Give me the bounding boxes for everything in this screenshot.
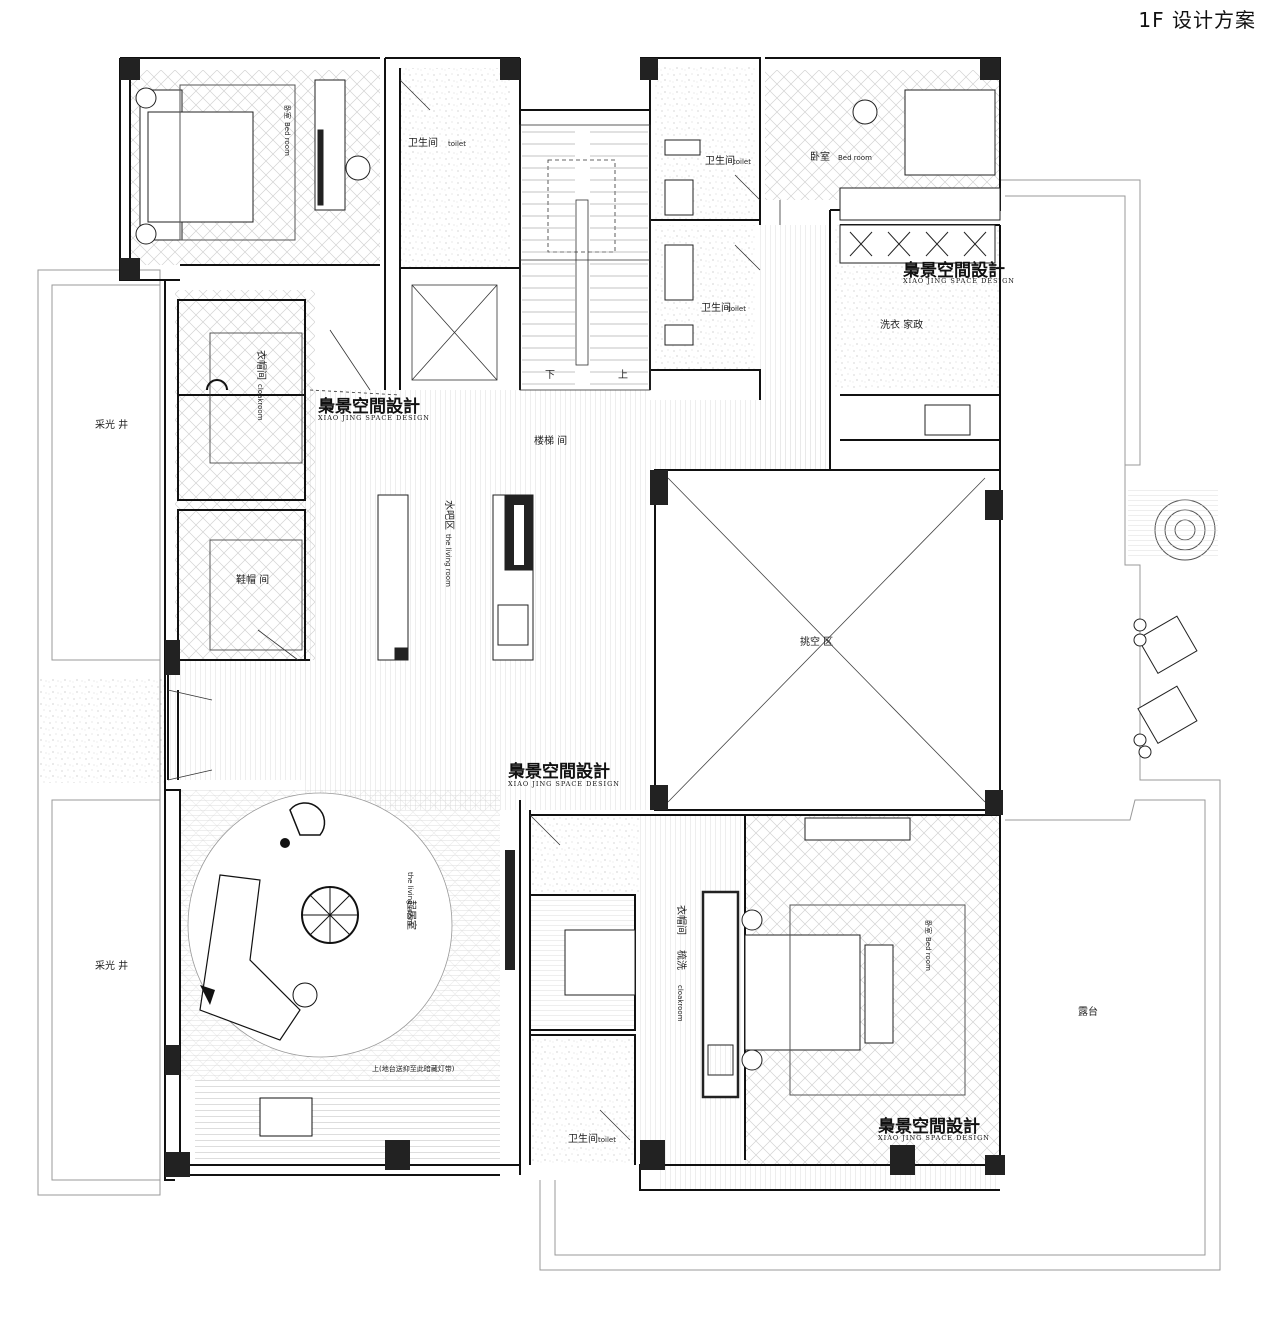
water-bar [377, 494, 534, 661]
label-stair-up: 上 [618, 369, 628, 381]
brand-name: 梟景空間設計 [902, 260, 1005, 281]
label-living-en: the living room [406, 872, 414, 925]
stair [519, 124, 651, 391]
label-lightwell-1: 采光 井 [95, 418, 128, 431]
brand-name: 梟景空間設計 [877, 1116, 980, 1137]
stair-treads [522, 131, 648, 385]
label-cloakroom-s-en: cloakroom [676, 985, 684, 1022]
label-shoe-room: 鞋帽 间 [236, 573, 269, 586]
columns [120, 58, 1005, 1177]
living-area [187, 792, 453, 1137]
label-stairwell: 楼梯 间 [534, 434, 567, 447]
doors [167, 79, 781, 1141]
terrace-furniture [1128, 490, 1218, 759]
brand-watermarks: 梟景空間設計 XIAO JING SPACE DESIGN 梟景空間設計 XIA… [317, 260, 1015, 1142]
bed-se [564, 817, 966, 1099]
walls [119, 57, 1001, 1191]
label-step-note: 上(地台送抑至此暗藏灯带) [372, 1064, 455, 1073]
elevator [411, 284, 498, 381]
label-bedroom-ne: 卧室 [810, 150, 830, 163]
label-toilet-n-en: toilet [448, 140, 466, 148]
label-cloakroom-w-en: cloakroom [256, 384, 264, 421]
brand-sub: XIAO JING SPACE DESIGN [508, 780, 620, 788]
label-bedroom-ne-en: Bed room [838, 154, 872, 162]
label-void: 挑空 区 [800, 635, 833, 648]
label-bedroom-se-en: Bed room [924, 937, 932, 971]
label-cloakroom-s: 衣帽间 [675, 905, 688, 935]
brand-sub: XIAO JING SPACE DESIGN [878, 1134, 990, 1142]
label-toilet-s-en: toilet [598, 1136, 616, 1144]
label-laundry: 洗衣 家政 [880, 318, 923, 331]
label-toilet-ne2: 卫生间 [701, 301, 731, 314]
label-toilet-n: 卫生间 [408, 136, 438, 149]
brand-sub: XIAO JING SPACE DESIGN [318, 414, 430, 422]
label-cloakroom-w: 衣帽间 [255, 350, 268, 380]
bed-nw [135, 79, 371, 245]
brand-name: 梟景空間設計 [317, 396, 420, 417]
label-water-bar-en: the living room [444, 534, 452, 587]
label-bedroom-nw-en: Bed room [283, 122, 291, 156]
label-bedroom-se: 卧室 [924, 920, 933, 934]
label-toilet-ne1-en: toilet [733, 158, 751, 166]
brand-name: 梟景空間設計 [507, 761, 610, 782]
label-toilet-ne2-en: toilet [728, 305, 746, 313]
plan-title: 1F 设计方案 [1138, 8, 1256, 32]
label-lightwell-2: 采光 井 [95, 959, 128, 972]
label-terrace: 露台 [1078, 1005, 1098, 1018]
bed-ne [664, 89, 1001, 346]
label-water-bar: 水吧区 [443, 500, 455, 530]
laundry-machines [839, 224, 996, 436]
label-stair-down: 下 [545, 370, 555, 381]
void-area [667, 477, 986, 803]
label-living: 起居室 [405, 900, 418, 930]
label-wash: 梳洗 [675, 950, 688, 970]
cloakroom-w [206, 332, 303, 651]
brand-sub: XIAO JING SPACE DESIGN [903, 277, 1015, 285]
room-labels: 卧室 Bed room 卫生间 toilet 卫生间 toilet 卫生间 to… [95, 105, 1098, 1145]
label-toilet-s: 卫生间 [568, 1132, 598, 1145]
label-bedroom-nw: 卧室 [283, 105, 292, 119]
label-toilet-ne1: 卫生间 [705, 154, 735, 167]
